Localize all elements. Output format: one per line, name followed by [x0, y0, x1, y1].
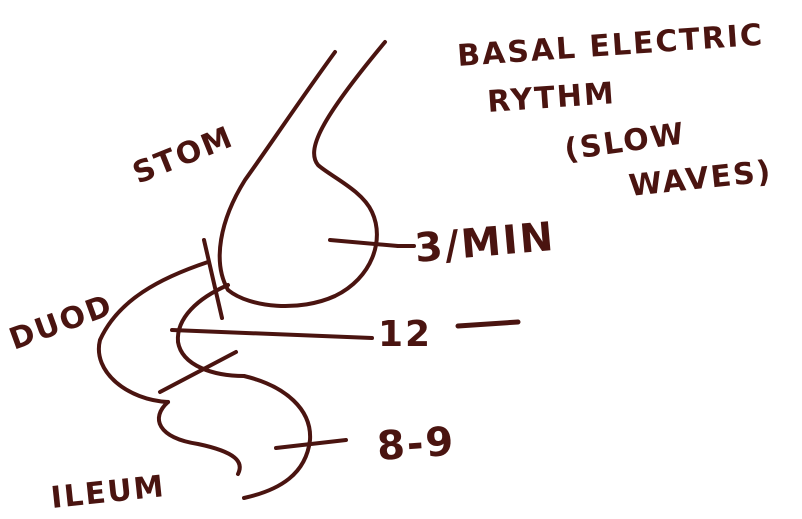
ileum-label: ILEUM: [49, 469, 167, 516]
stomach-tick-mark: [328, 238, 400, 248]
rate-pointer-duodenum: [455, 319, 521, 329]
ileum-cross-mark-2: [274, 438, 348, 450]
stomach-label: STOM: [128, 119, 239, 191]
title-line-3: (SLOW: [562, 116, 688, 168]
duodenum-label: DUOD: [5, 288, 118, 358]
stomach-outline: [217, 40, 387, 308]
ileum-cross-mark-1: [158, 350, 238, 394]
duodenum-inner-loop: [175, 283, 246, 378]
ileum-upper-loop: [156, 400, 242, 476]
title-line-1: BASAL ELECTRIC: [456, 18, 765, 74]
rate-ileum-label: 8-9: [375, 419, 456, 470]
rate-stomach-label: 3/MIN: [413, 214, 557, 272]
title-line-4: WAVES): [627, 154, 774, 204]
duodenum-cross-mark-2: [170, 328, 374, 340]
rate-duodenum-label: 12: [378, 314, 432, 355]
duodenum-outer-loop: [96, 260, 210, 404]
duodenum-cross-mark-1: [202, 238, 224, 320]
title-line-2: RYTHM: [486, 76, 617, 120]
ileum-lower-loop: [242, 374, 313, 500]
